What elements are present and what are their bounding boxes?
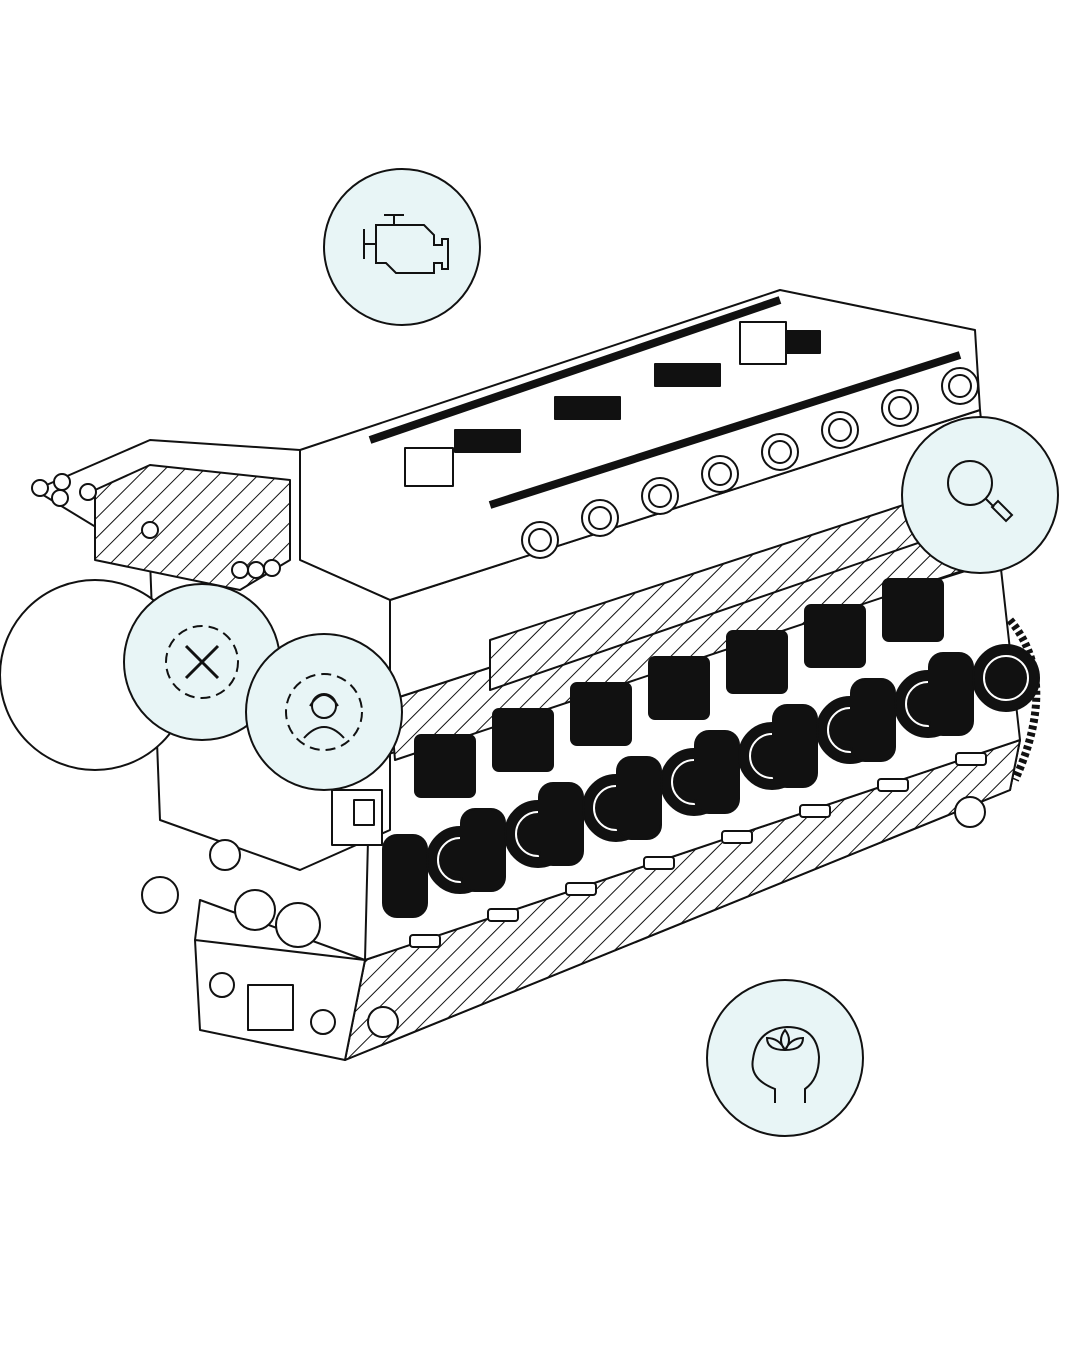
cylinder-port-ring [983, 655, 1029, 701]
pipe-elbow [275, 902, 321, 948]
cylinder-cover [538, 782, 584, 866]
badge-circle [323, 168, 481, 326]
cylinder-cover [694, 730, 740, 814]
valve-cover-panel [726, 630, 788, 694]
pipe-end [263, 559, 281, 577]
hex-nut [739, 321, 787, 365]
lotus-icon [765, 1028, 805, 1051]
pipe-elbow [141, 876, 179, 914]
inspection-slot [487, 908, 519, 922]
cylinder-cover [382, 834, 428, 918]
rear-hatch [94, 464, 291, 591]
rocker-cap-inner [648, 484, 672, 508]
feature-badge [123, 583, 281, 741]
end-cap-bolt [367, 1006, 399, 1038]
fuel-rail [488, 351, 962, 509]
pipe-elbow [209, 839, 241, 871]
head-block [454, 429, 521, 453]
cylinder-cover [928, 652, 974, 736]
pipe-end [31, 479, 49, 497]
head-block [654, 363, 721, 387]
rocker-cap-inner [888, 396, 912, 420]
pipe-end [231, 561, 249, 579]
engine-icon [363, 214, 449, 274]
valve-cover-panel [414, 734, 476, 798]
pipe-end [247, 561, 265, 579]
pipe-end [53, 473, 71, 491]
end-cap-bolt [954, 796, 986, 828]
head-block [554, 396, 621, 420]
feature-badge [245, 633, 403, 791]
feature-badge [706, 979, 864, 1137]
pipe-end [51, 489, 69, 507]
valve-cover-panel [648, 656, 710, 720]
end-cap-plate [247, 984, 294, 1031]
magnifier-handle [985, 498, 1014, 523]
rocker-cap-inner [528, 528, 552, 552]
inspection-slot [409, 934, 441, 948]
valve-cover-panel [804, 604, 866, 668]
cylinder-cover [616, 756, 662, 840]
valve-cover-panel [882, 578, 944, 642]
pipe-end [141, 521, 159, 539]
head-profile-icon [751, 1025, 821, 1103]
cylinder-port [972, 644, 1040, 712]
inspection-slot [565, 882, 597, 896]
control-panel-screen [353, 799, 375, 826]
rocker-cap-inner [948, 374, 972, 398]
badge-circle [901, 416, 1059, 574]
headset-icon [303, 694, 345, 739]
cylinder-cover [850, 678, 896, 762]
feature-badge [901, 416, 1059, 574]
badge-circle [706, 979, 864, 1137]
rocker-cap-inner [588, 506, 612, 530]
cylinder-cover [460, 808, 506, 892]
end-cap-bolt [209, 972, 235, 998]
valve-cover-panel [492, 708, 554, 772]
magnifier-icon [947, 460, 993, 506]
inspection-slot [877, 778, 909, 792]
cylinder-cover [772, 704, 818, 788]
rocker-cap-inner [708, 462, 732, 486]
gear-icon [285, 673, 363, 751]
valve-cover-panel [570, 682, 632, 746]
badge-circle [245, 633, 403, 791]
inspection-slot [721, 830, 753, 844]
hex-nut [404, 447, 454, 487]
inspection-slot [799, 804, 831, 818]
inspection-slot [955, 752, 987, 766]
feature-badge [323, 168, 481, 326]
rocker-cap-inner [768, 440, 792, 464]
inspection-slot [643, 856, 675, 870]
pipe-end [79, 483, 97, 501]
engine-body [0, 289, 1041, 1061]
wrench-icon [184, 644, 220, 680]
pipe-elbow [234, 889, 276, 931]
end-cap-bolt [310, 1009, 336, 1035]
rocker-cap-inner [828, 418, 852, 442]
gear-icon [165, 625, 239, 699]
fuel-rail [368, 296, 782, 444]
